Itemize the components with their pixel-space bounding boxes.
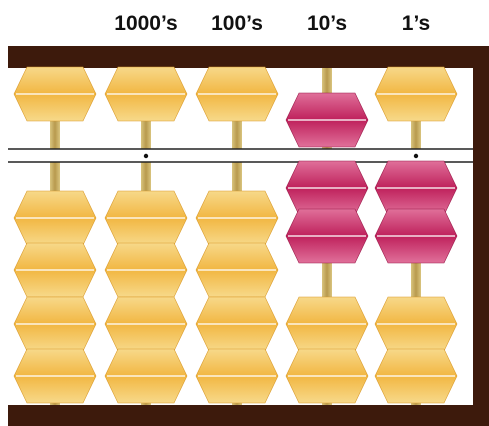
- unit-dot: [144, 154, 148, 158]
- frame-right-post: [473, 46, 489, 426]
- column-label-1000s: 1000’s: [114, 12, 177, 36]
- column-label-100s: 100’s: [211, 12, 263, 36]
- divider-beam: [8, 149, 473, 162]
- column-label-1s: 1’s: [402, 12, 430, 36]
- column-label-10s: 10’s: [307, 12, 347, 36]
- frame-bottom-bar: [8, 405, 489, 426]
- unit-dot: [414, 154, 418, 158]
- frame-top-bar: [8, 46, 489, 68]
